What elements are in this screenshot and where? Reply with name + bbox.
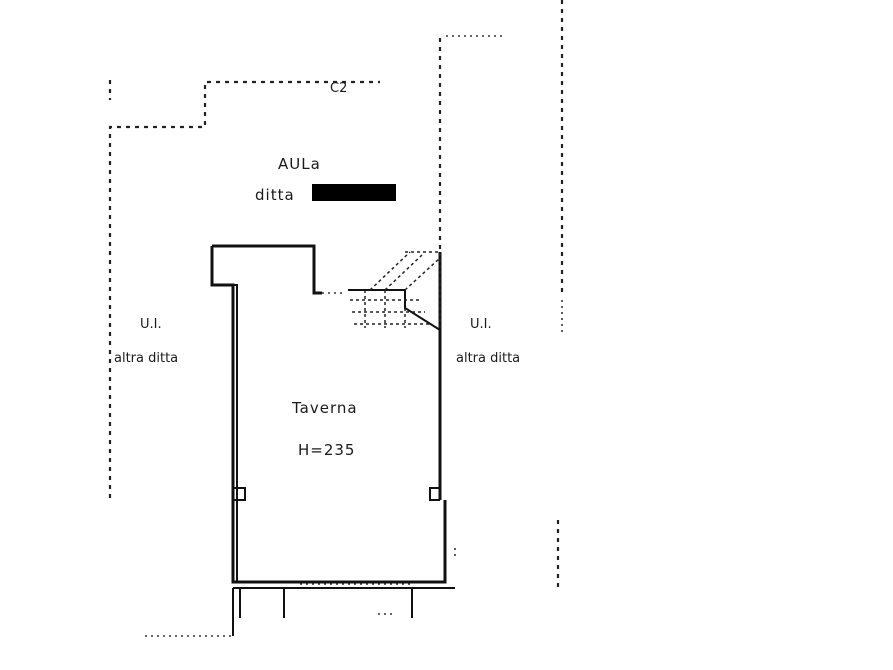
stair-diag-3 — [404, 257, 441, 291]
left-neighbor-label: altra ditta — [114, 351, 178, 366]
boundary-left-north — [108, 80, 380, 498]
corner-code-label: C2 — [330, 81, 347, 96]
room-name-label: Taverna — [291, 399, 358, 417]
property-boundary — [108, 0, 564, 637]
stair-diag-2 — [384, 254, 423, 291]
door-jamb-left — [233, 487, 246, 501]
stair-frame — [405, 251, 441, 330]
north-owner-label: ditta — [255, 186, 295, 204]
room-walls — [210, 244, 455, 636]
wall-left-inner — [233, 284, 238, 582]
owner-name-redaction — [312, 184, 396, 201]
wall-top-left — [212, 244, 322, 295]
right-neighbor-code: U.I. — [470, 317, 492, 332]
right-neighbor-label: altra ditta — [456, 351, 520, 366]
door-jamb-right — [429, 487, 440, 501]
stair-outline — [348, 289, 441, 331]
left-neighbor-code: U.I. — [140, 317, 162, 332]
wall-main — [210, 246, 447, 584]
north-area-label: AULa — [278, 155, 321, 173]
staircase — [322, 251, 441, 331]
room-height-label: H=235 — [298, 441, 355, 459]
